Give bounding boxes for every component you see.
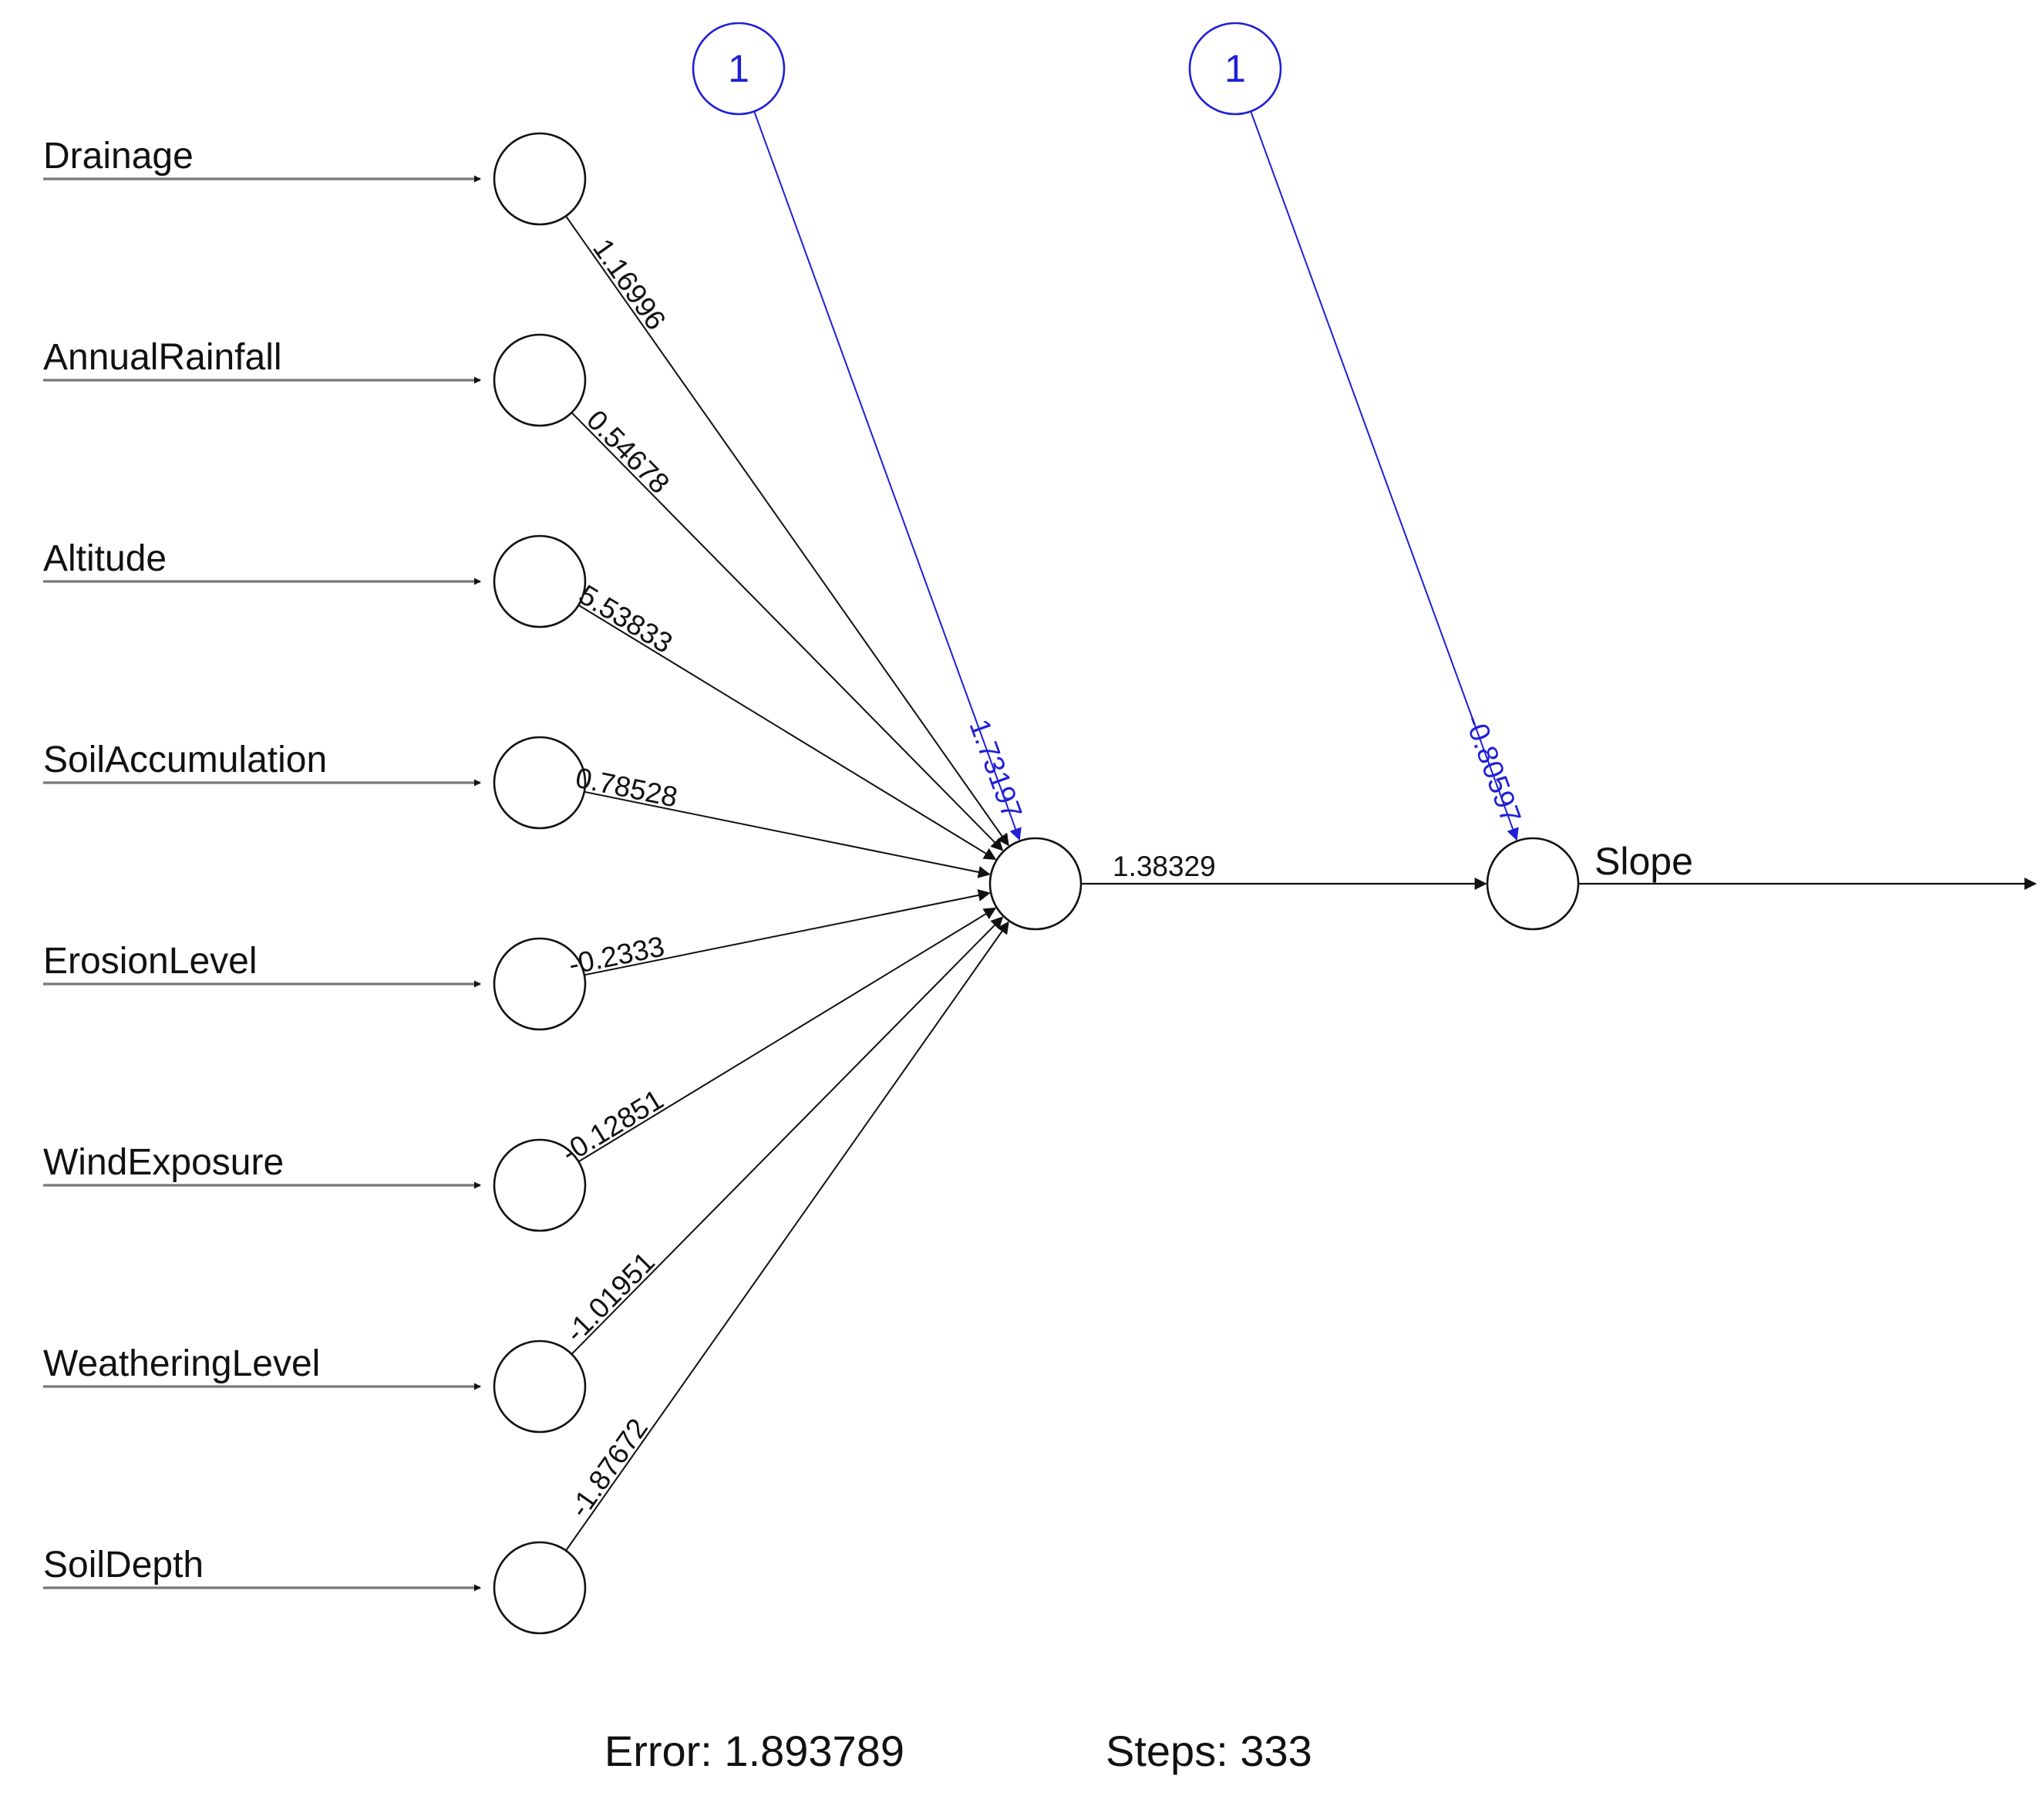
error-text: Error: 1.893789 [604, 1727, 904, 1775]
hidden-bias-label: 1 [728, 47, 749, 90]
weight-label: 1.16996 [587, 233, 672, 335]
input-label: Altitude [43, 538, 167, 579]
hidden-bias-weight-label: 1.73197 [963, 715, 1028, 823]
hidden-output-weight-label: 1.38329 [1113, 851, 1216, 882]
weight-edge [571, 412, 1004, 851]
weight-label: -0.2333 [566, 930, 667, 980]
input-label: AnnualRainfall [43, 337, 282, 378]
weight-label: 0.54678 [581, 404, 675, 500]
output-bias-weight-label: -0.80597 [1459, 711, 1527, 827]
input-label: SoilDepth [43, 1545, 204, 1585]
output-bias-label: 1 [1224, 47, 1246, 90]
output-bias-node [1188, 22, 1282, 116]
edges-layer [43, 111, 2037, 1592]
weight-label: 5.53833 [574, 578, 679, 659]
input-node [493, 937, 587, 1031]
output-node [1486, 837, 1580, 931]
input-node [493, 132, 587, 226]
weight-label: -0.12851 [556, 1083, 668, 1169]
input-label: Drainage [43, 136, 194, 177]
weight-edge [571, 916, 1004, 1355]
hidden-bias-node [692, 22, 786, 116]
footer: Error: 1.893789 Steps: 333 [604, 1727, 1312, 1775]
weight-label: 0.78528 [573, 762, 680, 814]
weight-edge [584, 889, 991, 976]
input-node [493, 1541, 587, 1635]
weight-edge [578, 604, 997, 861]
input-label: WindExposure [43, 1142, 284, 1183]
weight-label: -1.87672 [564, 1413, 655, 1523]
input-label: SoilAccumulation [43, 740, 327, 780]
input-node [493, 534, 587, 628]
input-node [493, 333, 587, 427]
input-label: WeatheringLevel [43, 1343, 320, 1384]
input-node [493, 1138, 587, 1232]
weight-edge [565, 921, 1009, 1552]
weight-edge [565, 215, 1009, 847]
weight-edge [584, 790, 991, 878]
weight-label: -1.01951 [559, 1246, 661, 1349]
hidden-node [988, 837, 1083, 931]
output-bias-edge [1250, 111, 1519, 841]
steps-text: Steps: 333 [1106, 1727, 1312, 1775]
input-node [493, 1339, 587, 1434]
weight-edge [578, 907, 997, 1163]
nodes-layer [493, 22, 1580, 1635]
input-label: ErosionLevel [43, 941, 258, 982]
output-label: Slope [1594, 840, 1693, 883]
hidden-bias-edge [753, 111, 1022, 841]
input-node [493, 736, 587, 830]
